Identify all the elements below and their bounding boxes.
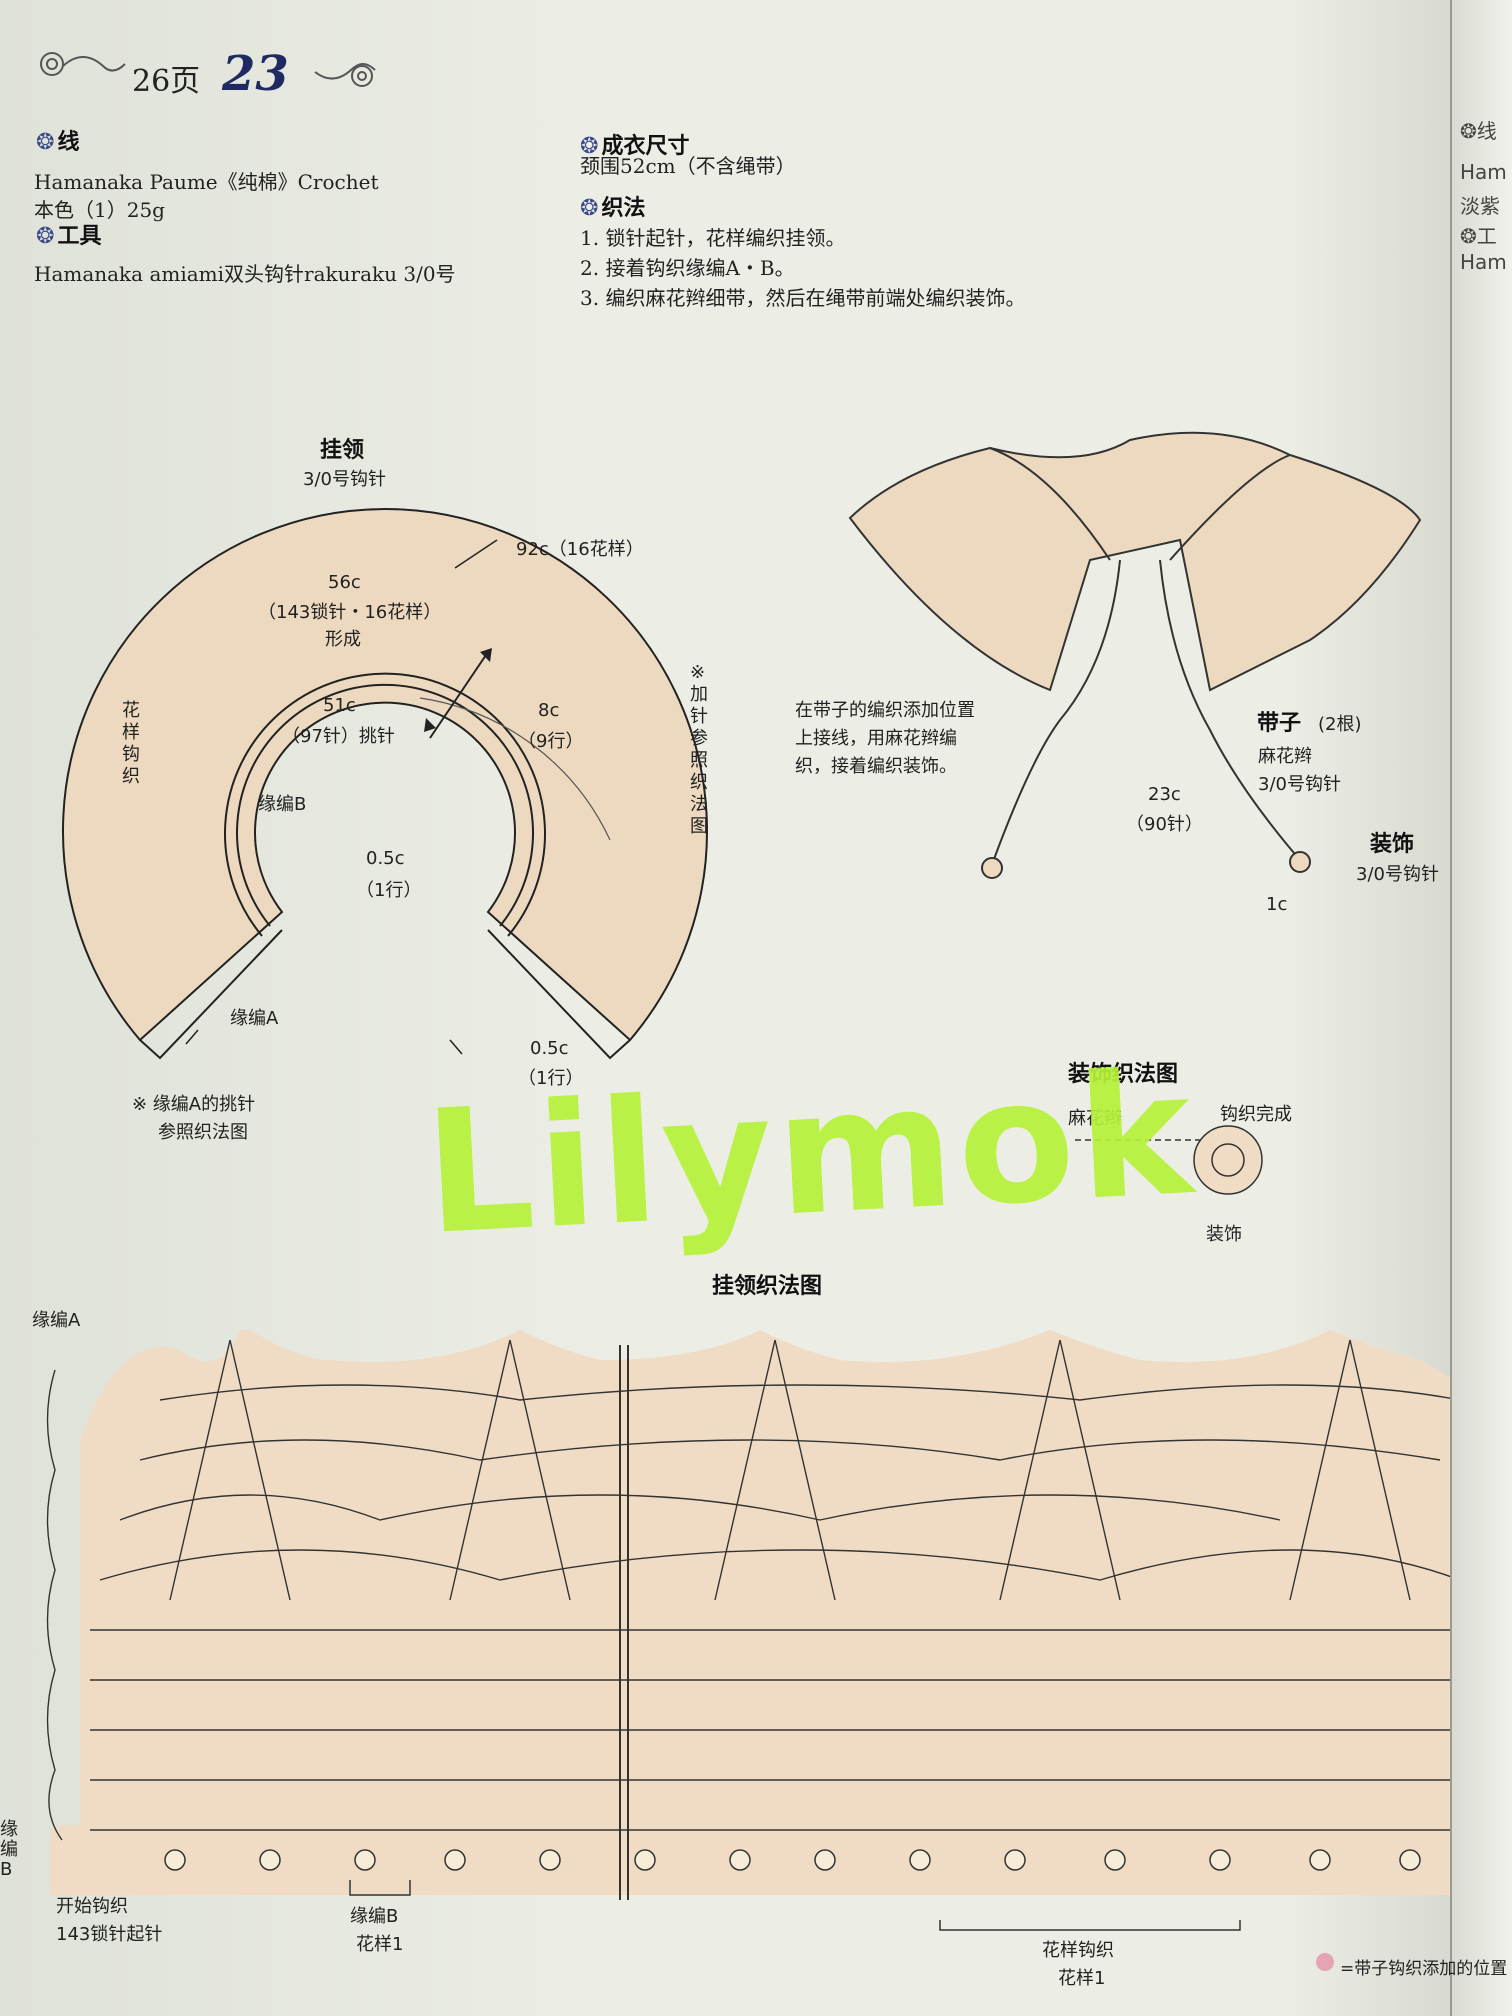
outer-measure: 92c（16花样） xyxy=(516,539,644,560)
tie-note-3: 织，接着编织装饰。 xyxy=(795,756,957,777)
tie-hook: 3/0号钩针 xyxy=(1258,774,1341,795)
chart-edge-b-side: 缘编B xyxy=(0,1819,18,1880)
legend-text: =带子钩织添加的位置 xyxy=(1340,1959,1508,1979)
start-label-2: 143锁针起针 xyxy=(56,1924,163,1945)
deco-hook: 3/0号钩针 xyxy=(1356,864,1439,885)
tool-line: Hamanaka amiami双头钩针rakuraku 3/0号 xyxy=(34,262,456,286)
method-step-3: 3. 编织麻花辫细带，然后在绳带前端处编织装饰。 xyxy=(580,286,1026,310)
pattern1b-label: 花样1 xyxy=(1058,1968,1106,1989)
edge-a-note2: 参照织法图 xyxy=(158,1122,248,1143)
collar-title: 挂领 xyxy=(320,438,365,463)
deco-chart-deco: 装饰 xyxy=(1206,1224,1242,1245)
pattern-knit-label: 花样钩织 xyxy=(1042,1940,1114,1961)
deco-chart-finish: 钩织完成 xyxy=(1220,1104,1292,1125)
deco-chart-title: 装饰织法图 xyxy=(1068,1062,1179,1087)
increase-note: ※加针参照织法图 xyxy=(690,662,708,837)
decoration-chart xyxy=(1075,1125,1263,1195)
tie-note-1: 在带子的编织添加位置 xyxy=(795,700,975,721)
deco-title: 装饰 xyxy=(1370,832,1415,857)
pattern-number: 23 xyxy=(222,46,289,102)
ornament-right-icon xyxy=(314,63,376,87)
tie-note-2: 上接线，用麻花辫编 xyxy=(795,728,957,749)
tool-heading: 工具 xyxy=(36,218,101,250)
method-heading: 织法 xyxy=(580,190,645,222)
chart-pattern1-label: 花样1 xyxy=(356,1934,404,1955)
mid-detail: （143锁针・16花样） xyxy=(258,602,442,623)
edge-half2-measure: 0.5c xyxy=(530,1038,569,1059)
forming-label: 形成 xyxy=(325,629,361,650)
edge-a-note1: ※ 缘编A的挑针 xyxy=(132,1094,256,1115)
edge-a-label: 缘编A xyxy=(230,1008,279,1029)
tie-length: 23c xyxy=(1148,784,1181,805)
deco-size: 1c xyxy=(1266,894,1288,915)
tie-stitches: （90针） xyxy=(1126,814,1203,835)
size-heading: 成衣尺寸 xyxy=(580,128,689,160)
method-step-1: 1. 锁针起针，花样编织挂领。 xyxy=(580,226,846,250)
side-pattern-label: 花样钩织 xyxy=(122,700,140,787)
edge-half-measure: 0.5c xyxy=(366,848,405,869)
method-step-2: 2. 接着钩织缘编A・B。 xyxy=(580,256,795,280)
page-label: 26页 xyxy=(132,64,201,99)
collar-subtitle: 3/0号钩针 xyxy=(303,469,386,490)
watermark: Lilymok xyxy=(420,1034,1201,1274)
main-chart-title: 挂领织法图 xyxy=(712,1274,823,1299)
ornament-left-icon xyxy=(40,52,126,76)
inner-measure: 51c xyxy=(323,695,356,716)
start-label-1: 开始钩织 xyxy=(56,1896,128,1917)
edge-b-label: 缘编B xyxy=(258,794,307,815)
yarn-line1: Hamanaka Paume《纯棉》Crochet xyxy=(34,170,379,194)
size-line: 颈围52cm（不含绳带） xyxy=(580,154,796,178)
deco-chart-braid: 麻花辫 xyxy=(1068,1108,1122,1129)
legend-dot-icon xyxy=(1316,1953,1334,1971)
adjacent-page-edge: ❂线 Ham 淡紫 ❂工 Ham xyxy=(1450,0,1512,2016)
chart-edge-a-label: 缘编A xyxy=(32,1310,81,1331)
edge-half-rows: （1行） xyxy=(356,880,422,901)
edge-half2-rows: （1行） xyxy=(518,1068,584,1089)
stitch-chart xyxy=(46,1330,1478,1931)
collar-schematic xyxy=(62,508,708,1060)
tie-title: 带子 xyxy=(1257,711,1302,736)
collar-illustration xyxy=(848,431,1422,879)
inner-detail: （97针）挑针 xyxy=(282,726,395,747)
chart-edge-b-label: 缘编B xyxy=(350,1906,399,1927)
depth-rows: （9行） xyxy=(518,731,584,752)
tie-type: 麻花辫 xyxy=(1258,746,1312,767)
yarn-heading: 线 xyxy=(36,124,79,156)
mid-measure: 56c xyxy=(328,572,361,593)
depth-measure: 8c xyxy=(538,700,560,721)
tie-count: (2根) xyxy=(1318,714,1362,735)
